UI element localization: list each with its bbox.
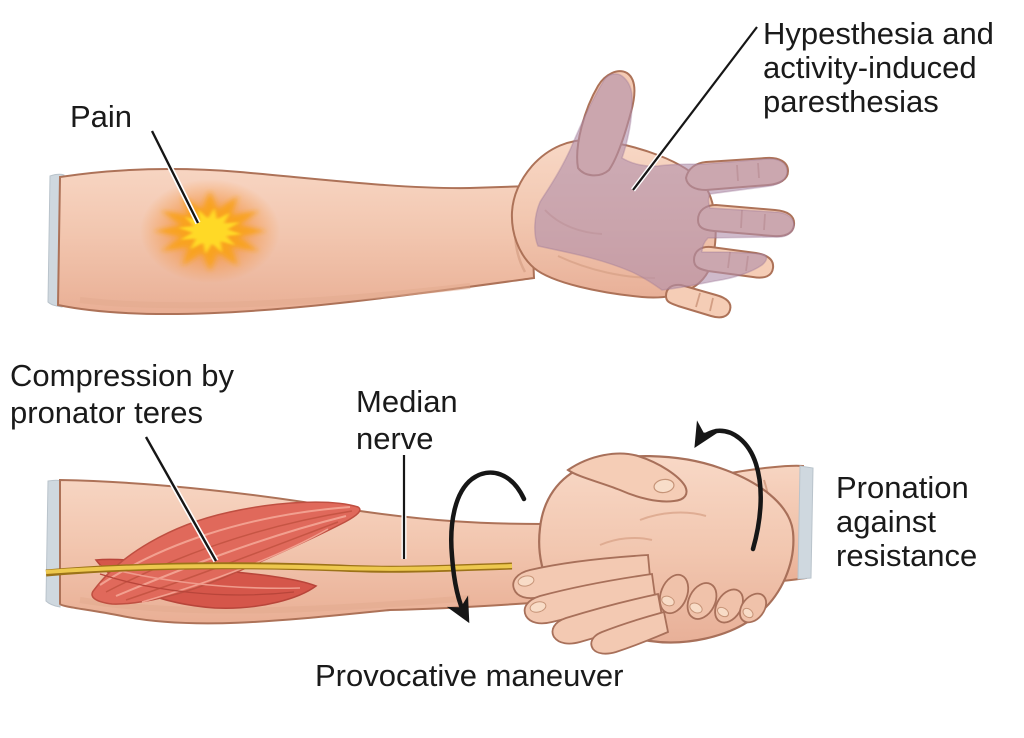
gripping-fingers — [512, 554, 670, 655]
compression-label: Compression by pronator teres — [10, 358, 234, 430]
finger-nail-2 — [529, 601, 547, 613]
median-nerve-line — [45, 562, 513, 577]
thumbnail — [653, 478, 675, 494]
finger-nail-1 — [517, 575, 535, 587]
patient-forearm-shading — [79, 595, 471, 614]
upper-arm-panel — [47, 25, 796, 319]
hypesthesia-label: Hypesthesia and activity-induced paresth… — [763, 16, 994, 119]
pain-label: Pain — [70, 99, 133, 134]
handshake-grip — [512, 452, 795, 655]
forearm — [56, 168, 536, 315]
provocative-maneuver-label: Provocative maneuver — [315, 658, 624, 693]
median-nerve-label: Median nerve — [356, 384, 458, 456]
forearm-shading — [79, 283, 471, 309]
pronation-label: Pronation against resistance — [836, 470, 978, 573]
compression-leader-line — [143, 435, 219, 563]
hypesthesia-region-overlay — [534, 73, 795, 291]
curled-fingertip-nails — [661, 595, 754, 619]
pain-starburst — [140, 179, 280, 283]
examiner-arm-cut-edge — [797, 465, 814, 580]
rotation-arrow-wrist — [694, 420, 763, 552]
hypesthesia-leader-line — [631, 25, 759, 192]
lower-arm-panel — [45, 420, 814, 655]
pain-leader-line — [149, 129, 201, 225]
rotation-arrow-forearm — [446, 470, 527, 624]
dorsum-shading — [599, 511, 707, 546]
